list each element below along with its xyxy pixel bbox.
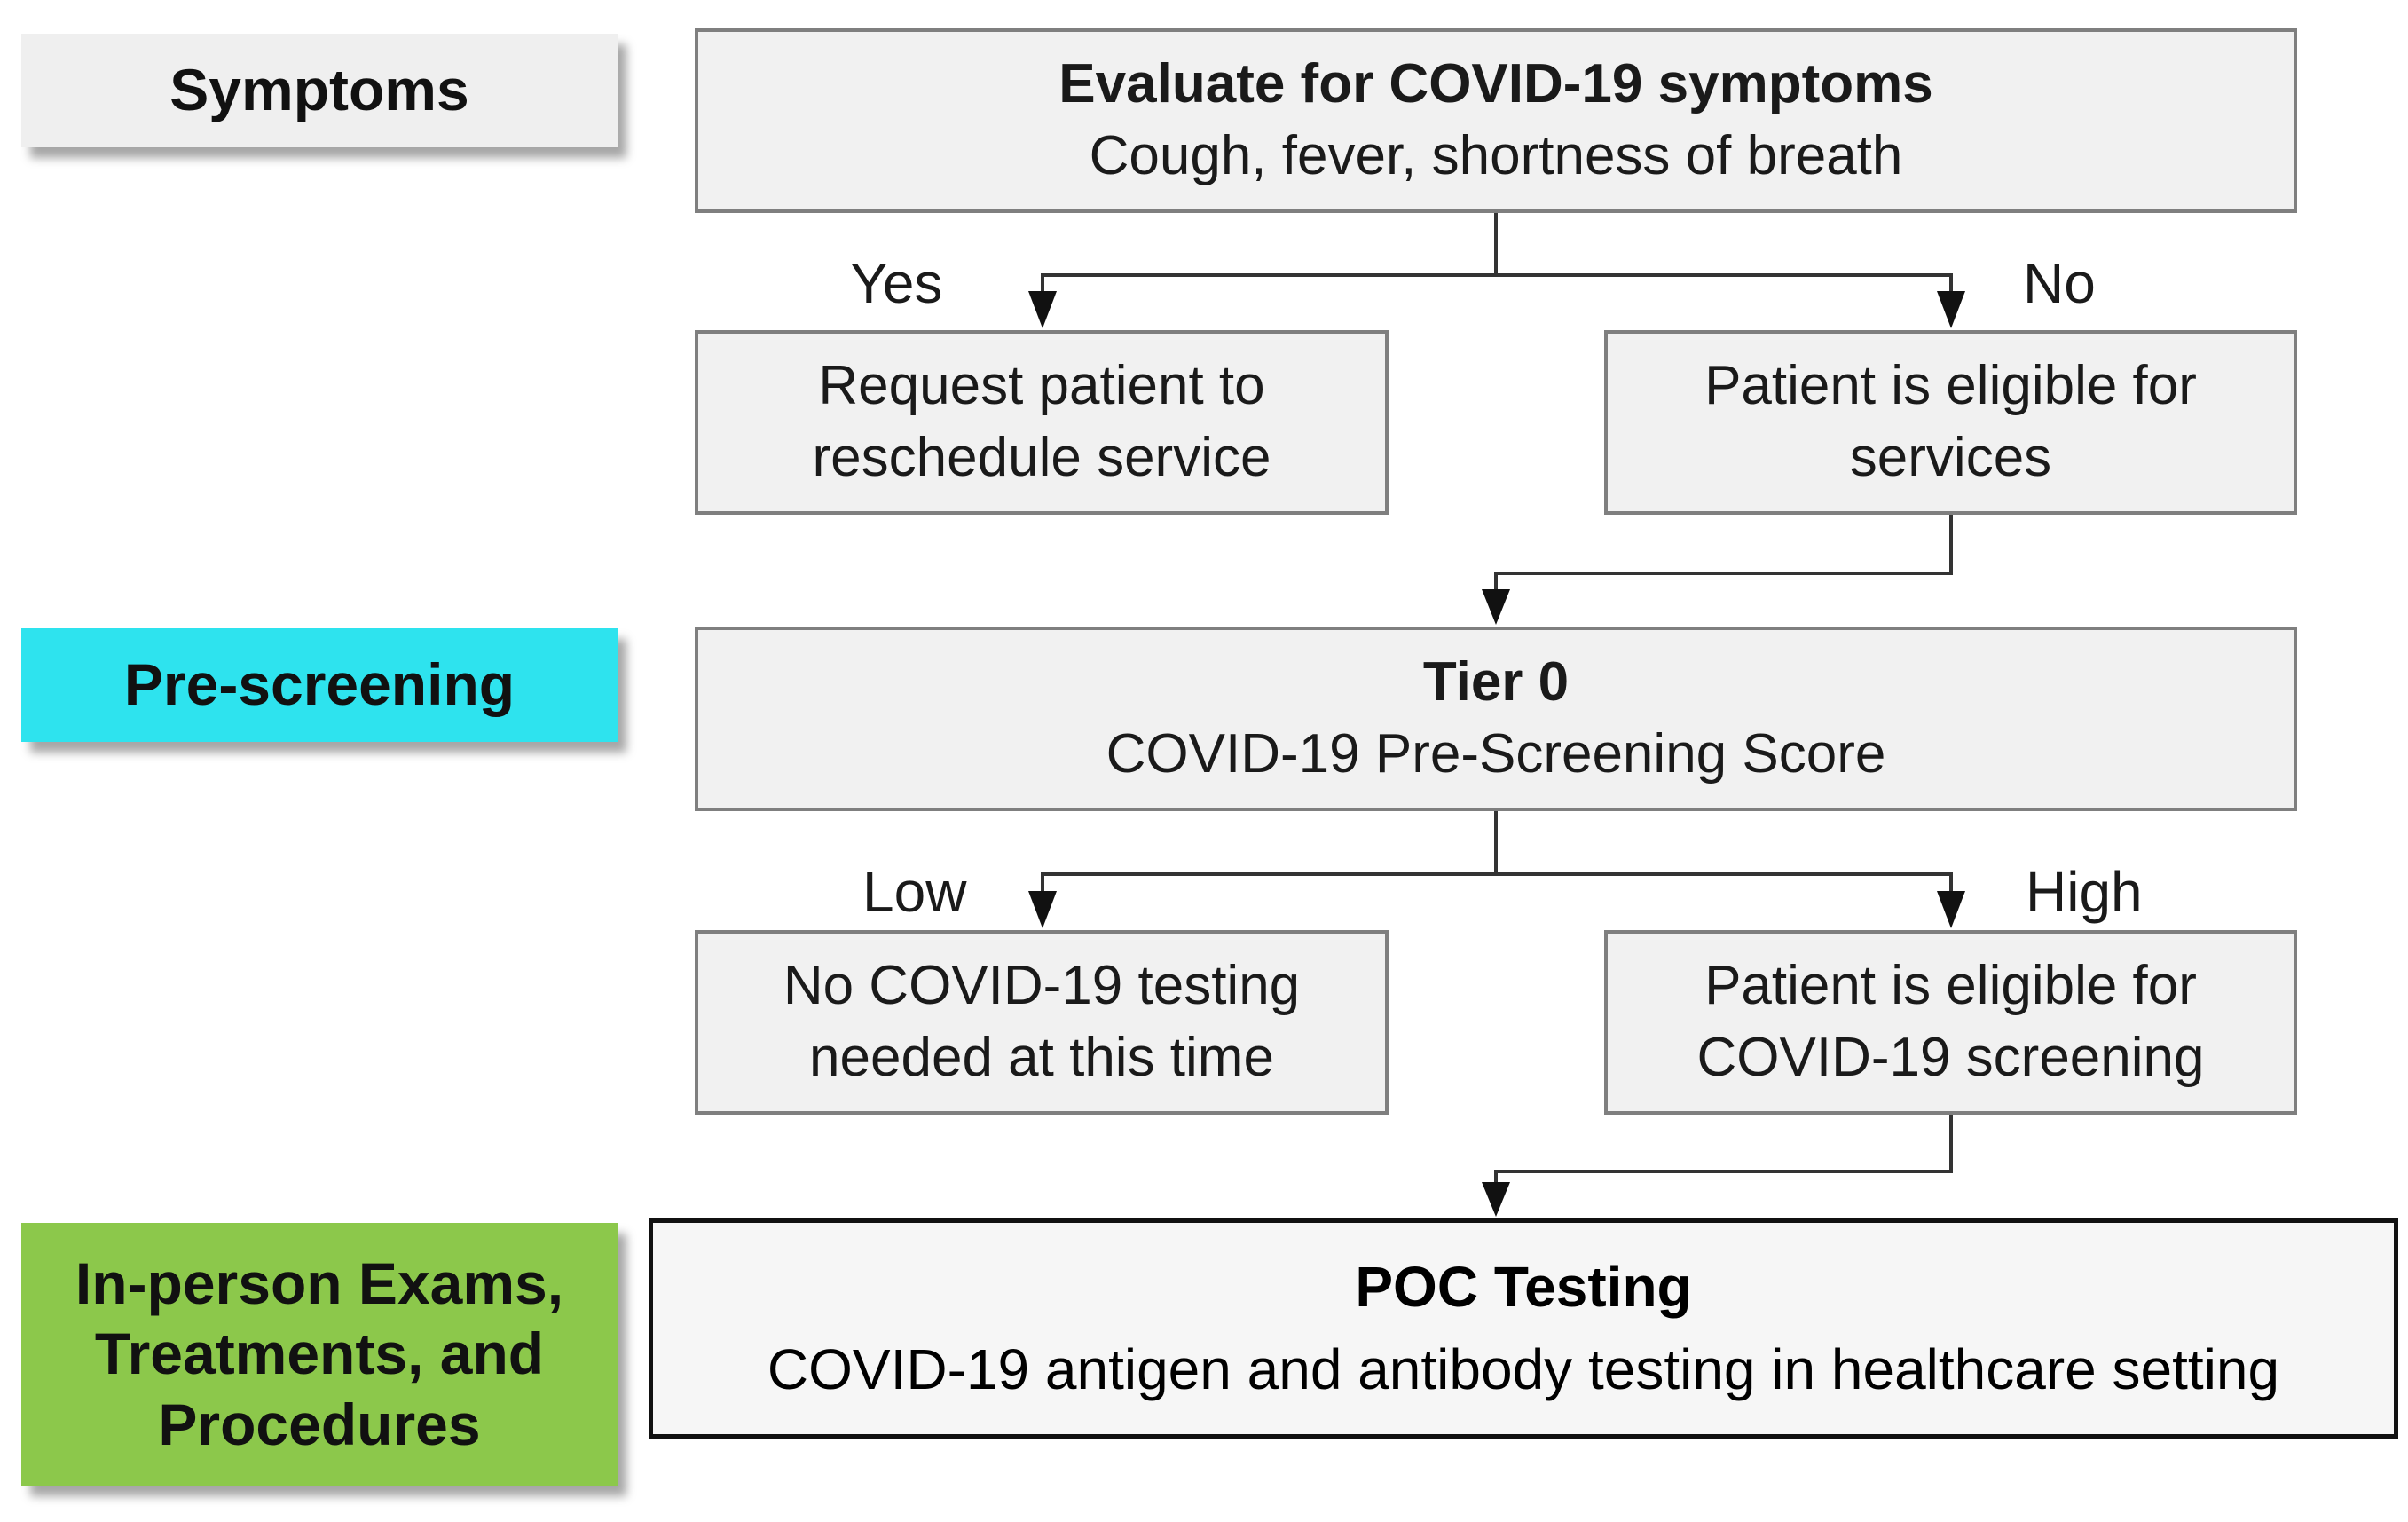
arrowhead-yes [1028,291,1057,328]
box-no-testing-text: No COVID-19 testing needed at this time [783,955,1301,1088]
box-eligible-screening: Patient is eligible for COVID-19 screeni… [1604,930,2297,1115]
box-reschedule: Request patient to reschedule service [695,330,1389,515]
box-poc-title: POC Testing [1355,1255,1692,1320]
box-eligible-screening-text: Patient is eligible for COVID-19 screeni… [1696,955,2205,1088]
connector-tier0-high [1496,872,1953,893]
stage-label-inperson-text: In-person Exams, Treatments, and Procedu… [75,1250,564,1457]
connector-services-tier0 [1494,515,1953,591]
connector-screening-poc [1494,1115,1953,1184]
box-poc-testing: POC Testing COVID-19 antigen and antibod… [649,1218,2398,1439]
stage-label-prescreening: Pre-screening [21,628,618,742]
arrowhead-poc [1482,1182,1510,1217]
connector-tier0-split [1041,811,1498,893]
arrowhead-low [1028,891,1057,928]
box-evaluate-symptoms: Evaluate for COVID-19 symptoms Cough, fe… [695,28,2297,213]
connector-evaluate-no [1496,273,1953,293]
box-evaluate-subtitle: Cough, fever, shortness of breath [1089,125,1903,186]
stage-label-symptoms: Symptoms [21,34,618,147]
stage-label-inperson: In-person Exams, Treatments, and Procedu… [21,1223,618,1486]
box-tier0-title: Tier 0 [1422,651,1570,714]
branch-label-no: No [2023,251,2096,315]
box-no-testing: No COVID-19 testing needed at this time [695,930,1389,1115]
arrowhead-high [1937,891,1965,928]
branch-label-yes: Yes [850,251,943,315]
connector-evaluate-split [1041,213,1498,293]
box-tier0: Tier 0 COVID-19 Pre-Screening Score [695,627,2297,811]
box-evaluate-title: Evaluate for COVID-19 symptoms [1058,53,1933,115]
arrowhead-tier0 [1482,589,1510,625]
arrowhead-no [1937,291,1965,328]
box-poc-subtitle: COVID-19 antigen and antibody testing in… [767,1337,2280,1401]
box-eligible-services: Patient is eligible for services [1604,330,2297,515]
box-tier0-subtitle: COVID-19 Pre-Screening Score [1106,723,1886,785]
box-reschedule-text: Request patient to reschedule service [812,355,1271,488]
branch-label-low: Low [862,860,967,924]
branch-label-high: High [2026,860,2143,924]
box-eligible-services-text: Patient is eligible for services [1704,355,2197,488]
